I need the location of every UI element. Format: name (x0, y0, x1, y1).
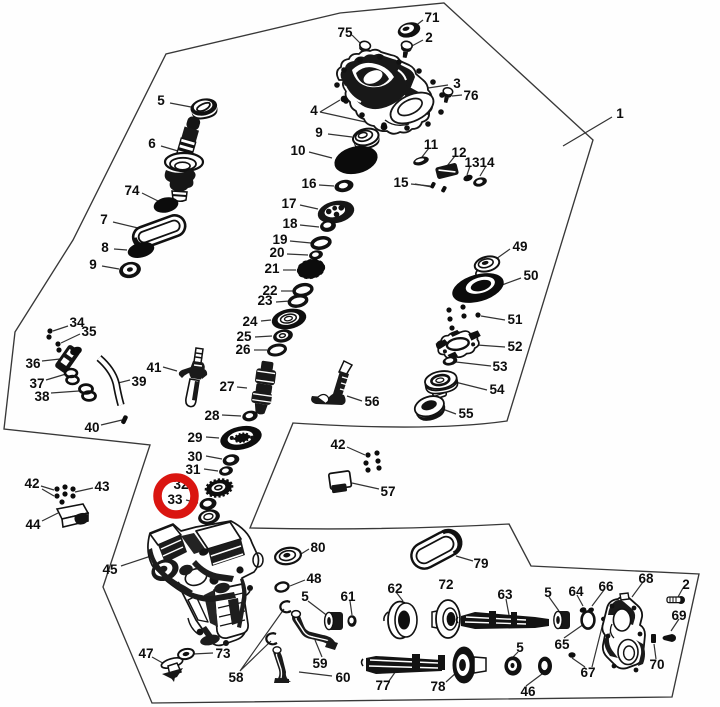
svg-text:60: 60 (335, 670, 350, 685)
svg-text:75: 75 (337, 25, 353, 40)
svg-text:71: 71 (424, 10, 440, 25)
svg-text:9: 9 (89, 257, 97, 272)
svg-text:8: 8 (101, 240, 109, 255)
svg-text:74: 74 (124, 183, 140, 198)
svg-text:1: 1 (616, 106, 624, 121)
svg-text:18: 18 (282, 216, 298, 231)
svg-text:78: 78 (430, 679, 446, 694)
svg-text:3: 3 (453, 76, 461, 91)
svg-text:22: 22 (262, 283, 277, 298)
svg-text:17: 17 (281, 196, 296, 211)
svg-text:40: 40 (84, 420, 99, 435)
svg-text:2: 2 (425, 30, 433, 45)
svg-text:26: 26 (235, 342, 251, 357)
svg-text:19: 19 (272, 232, 287, 247)
svg-text:61: 61 (340, 589, 356, 604)
svg-text:69: 69 (671, 608, 686, 623)
svg-text:45: 45 (102, 562, 118, 577)
svg-text:57: 57 (380, 484, 395, 499)
svg-text:79: 79 (473, 556, 488, 571)
svg-text:73: 73 (215, 646, 231, 661)
svg-text:23: 23 (257, 293, 273, 308)
svg-text:27: 27 (219, 379, 234, 394)
svg-text:63: 63 (497, 587, 513, 602)
svg-text:42: 42 (330, 437, 345, 452)
svg-text:24: 24 (242, 314, 258, 329)
svg-text:56: 56 (364, 394, 380, 409)
svg-text:29: 29 (187, 430, 202, 445)
svg-text:49: 49 (512, 239, 527, 254)
svg-text:44: 44 (25, 517, 41, 532)
svg-text:25: 25 (236, 329, 252, 344)
svg-text:42: 42 (24, 476, 39, 491)
svg-text:28: 28 (204, 408, 220, 423)
svg-text:43: 43 (94, 479, 110, 494)
svg-text:72: 72 (438, 577, 453, 592)
svg-text:34: 34 (69, 315, 85, 330)
svg-text:38: 38 (34, 389, 50, 404)
svg-text:76: 76 (463, 88, 479, 103)
svg-text:15: 15 (393, 175, 409, 190)
svg-text:37: 37 (29, 376, 44, 391)
svg-text:16: 16 (301, 176, 317, 191)
svg-text:47: 47 (138, 646, 153, 661)
svg-text:5: 5 (157, 93, 165, 108)
svg-text:11: 11 (424, 137, 439, 152)
svg-text:13: 13 (464, 155, 480, 170)
svg-text:70: 70 (649, 657, 664, 672)
svg-text:36: 36 (25, 356, 41, 371)
svg-text:62: 62 (387, 581, 402, 596)
svg-text:66: 66 (598, 579, 614, 594)
svg-text:68: 68 (638, 571, 654, 586)
svg-text:4: 4 (310, 103, 318, 118)
svg-text:53: 53 (492, 359, 508, 374)
svg-text:9: 9 (315, 125, 323, 140)
svg-text:80: 80 (310, 540, 325, 555)
svg-text:46: 46 (520, 684, 536, 699)
svg-text:20: 20 (269, 245, 284, 260)
svg-text:7: 7 (100, 212, 108, 227)
svg-text:5: 5 (301, 589, 309, 604)
svg-text:5: 5 (516, 640, 524, 655)
svg-text:35: 35 (81, 324, 97, 339)
svg-text:6: 6 (148, 136, 156, 151)
svg-text:12: 12 (451, 145, 466, 160)
svg-text:2: 2 (682, 577, 690, 592)
svg-text:67: 67 (580, 665, 595, 680)
svg-text:21: 21 (264, 261, 280, 276)
svg-text:54: 54 (489, 382, 505, 397)
svg-text:51: 51 (507, 312, 523, 327)
svg-text:50: 50 (523, 268, 538, 283)
svg-text:48: 48 (306, 571, 322, 586)
svg-text:31: 31 (185, 462, 201, 477)
svg-text:59: 59 (312, 656, 327, 671)
svg-text:52: 52 (507, 339, 522, 354)
svg-text:10: 10 (290, 143, 305, 158)
svg-text:33: 33 (167, 492, 183, 507)
svg-text:5: 5 (544, 585, 552, 600)
svg-text:30: 30 (187, 449, 202, 464)
svg-text:58: 58 (228, 670, 244, 685)
svg-text:65: 65 (554, 637, 570, 652)
svg-text:14: 14 (479, 155, 495, 170)
svg-text:41: 41 (146, 360, 162, 375)
svg-text:77: 77 (375, 678, 390, 693)
svg-text:55: 55 (458, 406, 474, 421)
svg-text:39: 39 (131, 374, 146, 389)
svg-text:64: 64 (568, 584, 584, 599)
